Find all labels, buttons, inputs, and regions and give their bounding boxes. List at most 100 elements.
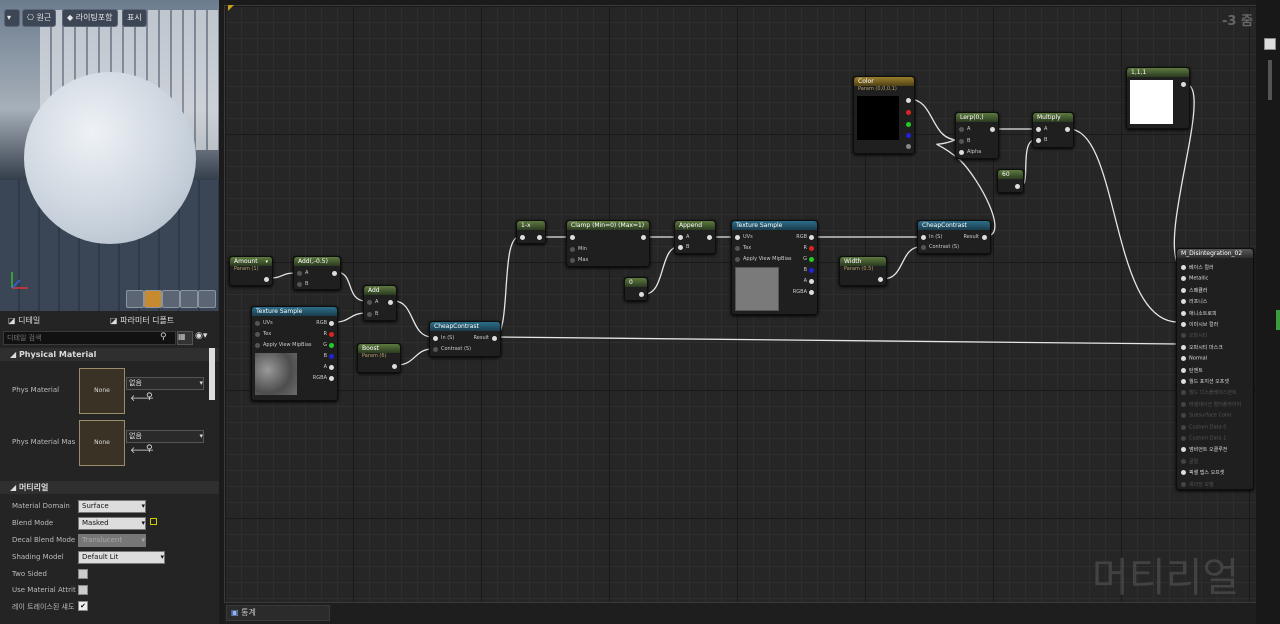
input-pin[interactable] xyxy=(1181,265,1186,270)
input-pin-mipbias[interactable] xyxy=(255,343,260,348)
output-pin-r[interactable] xyxy=(906,110,911,115)
raytraced-shadows-checkbox[interactable]: ✔ xyxy=(78,601,88,611)
output-node-input-row[interactable]: 셰이딩 모델 xyxy=(1181,480,1214,489)
input-pin-tex[interactable] xyxy=(255,332,260,337)
input-pin[interactable] xyxy=(570,235,575,240)
output-pin-b[interactable] xyxy=(329,354,334,359)
output-node-input-row[interactable]: 오파시티 마스크 xyxy=(1181,343,1223,352)
output-pin-a[interactable] xyxy=(809,279,814,284)
perspective-button[interactable]: ⎔ 원근 xyxy=(22,9,57,27)
input-pin-tex[interactable] xyxy=(735,246,740,251)
output-pin-r[interactable] xyxy=(329,332,334,337)
view-options-button[interactable]: ▦ xyxy=(177,331,193,345)
output-node-input-row[interactable]: Custom Data 0 xyxy=(1181,423,1226,432)
phys-material-mask-thumbnail[interactable]: None xyxy=(79,420,125,466)
input-pin-b[interactable] xyxy=(678,245,683,250)
output-node-input-row[interactable]: 오파시티 xyxy=(1181,331,1207,340)
collapse-icon[interactable]: ▾ xyxy=(265,259,268,265)
viewport-menu-button[interactable]: ▾ xyxy=(4,9,20,27)
palette-scrollbar[interactable] xyxy=(1268,60,1272,100)
input-pin-uvs[interactable] xyxy=(255,321,260,326)
amount-node[interactable]: Amount Param (1) ▾ xyxy=(229,256,273,286)
input-pin[interactable] xyxy=(1181,356,1186,362)
output-node-input-row[interactable]: 스페큘러 xyxy=(1181,286,1207,295)
input-pin[interactable] xyxy=(1181,276,1186,282)
input-pin-uvs[interactable] xyxy=(735,235,740,240)
shading-model-dropdown[interactable]: Default Lit▾ xyxy=(78,551,165,564)
output-pin[interactable] xyxy=(1065,127,1070,132)
input-pin-a[interactable] xyxy=(1036,127,1041,132)
output-node-input-row[interactable]: Metallic xyxy=(1181,274,1208,283)
output-pin[interactable] xyxy=(332,271,337,276)
material-preview-viewport[interactable]: ▾ ⎔ 원근 ◆ 라이팅포함 표시 xyxy=(0,0,219,311)
input-pin[interactable] xyxy=(1181,287,1186,293)
clamp-node[interactable]: Clamp (Min=0) (Max=1) Min Max xyxy=(566,220,650,267)
input-pin[interactable] xyxy=(1181,436,1186,441)
tab-stats[interactable]: ▣ 통계 xyxy=(226,605,330,621)
output-pin[interactable] xyxy=(1015,184,1020,189)
input-pin-max[interactable] xyxy=(570,258,575,263)
multiply-node[interactable]: Multiply A B xyxy=(1032,112,1074,148)
input-pin-a[interactable] xyxy=(678,235,683,240)
output-pin[interactable] xyxy=(990,127,995,132)
output-pin-rgb[interactable] xyxy=(906,98,911,103)
cheap-contrast-node-2[interactable]: CheapContrast In (S) Contrast (S) Result xyxy=(917,220,991,254)
input-pin[interactable] xyxy=(1181,299,1186,305)
output-pin[interactable] xyxy=(641,235,646,240)
output-pin-b[interactable] xyxy=(809,268,814,273)
output-pin[interactable] xyxy=(1181,82,1186,87)
width-node[interactable]: Width Param (0.5) xyxy=(839,256,887,286)
input-pin[interactable] xyxy=(1181,401,1186,407)
phys-material-mask-picker[interactable]: 없음▾ xyxy=(126,430,204,443)
zero-constant-node[interactable]: 0 xyxy=(624,277,648,301)
output-pin[interactable] xyxy=(639,292,644,297)
input-pin[interactable] xyxy=(1181,322,1186,327)
output-pin-a[interactable] xyxy=(329,365,334,370)
physical-material-section[interactable]: ◢ Physical Material xyxy=(0,348,219,361)
input-pin-contrast[interactable] xyxy=(433,347,438,352)
input-pin-a[interactable] xyxy=(297,271,302,276)
cube-preview-icon[interactable] xyxy=(180,290,198,308)
browse-search-icon[interactable]: ⚲ xyxy=(146,444,153,454)
input-pin[interactable] xyxy=(1181,367,1186,373)
add-offset-node[interactable]: Add(,-0.5) A B xyxy=(293,256,341,290)
sphere-preview-icon[interactable] xyxy=(144,290,162,308)
two-sided-checkbox[interactable] xyxy=(78,569,88,579)
output-pin-g[interactable] xyxy=(329,343,334,348)
input-pin[interactable] xyxy=(1181,390,1186,396)
output-pin-rgb[interactable] xyxy=(809,235,814,240)
phys-material-thumbnail[interactable]: None xyxy=(79,368,125,414)
output-node-input-row[interactable]: Normal xyxy=(1181,354,1207,363)
output-pin-g[interactable] xyxy=(809,257,814,262)
palette-search-icon[interactable] xyxy=(1264,38,1276,50)
input-pin[interactable] xyxy=(1181,379,1186,384)
input-pin-min[interactable] xyxy=(570,247,575,252)
output-node-input-row[interactable]: 픽셀 뎁스 오프셋 xyxy=(1181,468,1224,477)
input-pin-b[interactable] xyxy=(1036,138,1041,143)
output-pin[interactable] xyxy=(392,364,397,369)
input-pin[interactable] xyxy=(1181,458,1186,464)
cheap-contrast-node-1[interactable]: CheapContrast In (S) Contrast (S) Result xyxy=(429,321,501,357)
append-node[interactable]: Append A B xyxy=(674,220,716,254)
output-node-input-row[interactable]: 테셀레이션 멀티플라이어 xyxy=(1181,400,1241,409)
input-pin-b[interactable] xyxy=(367,312,372,317)
output-node-input-row[interactable]: 러프니스 xyxy=(1181,297,1207,306)
use-selected-arrow-icon[interactable]: 🡐 xyxy=(130,394,155,404)
input-pin[interactable] xyxy=(1181,310,1186,316)
output-node-input-row[interactable]: 베이스 컬러 xyxy=(1181,263,1214,272)
input-pin[interactable] xyxy=(1181,413,1186,419)
phys-material-picker[interactable]: 없음▾ xyxy=(126,377,204,390)
lighting-button[interactable]: ◆ 라이팅포함 xyxy=(62,9,118,27)
output-pin[interactable] xyxy=(537,235,542,240)
tab-parameter-defaults[interactable]: ◪ 파라미터 디폴트 xyxy=(110,316,175,325)
input-pin[interactable] xyxy=(1181,333,1186,339)
output-node-input-row[interactable]: 탄젠트 xyxy=(1181,366,1203,375)
show-button[interactable]: 표시 xyxy=(122,9,147,27)
output-node-input-row[interactable]: 이미시브 컬러 xyxy=(1181,320,1218,329)
input-pin[interactable] xyxy=(1181,424,1186,430)
material-domain-dropdown[interactable]: Surface▾ xyxy=(78,500,146,513)
input-pin-b[interactable] xyxy=(959,139,964,144)
output-node-input-row[interactable]: Custom Data 1 xyxy=(1181,434,1226,443)
reset-icon[interactable] xyxy=(150,518,157,525)
